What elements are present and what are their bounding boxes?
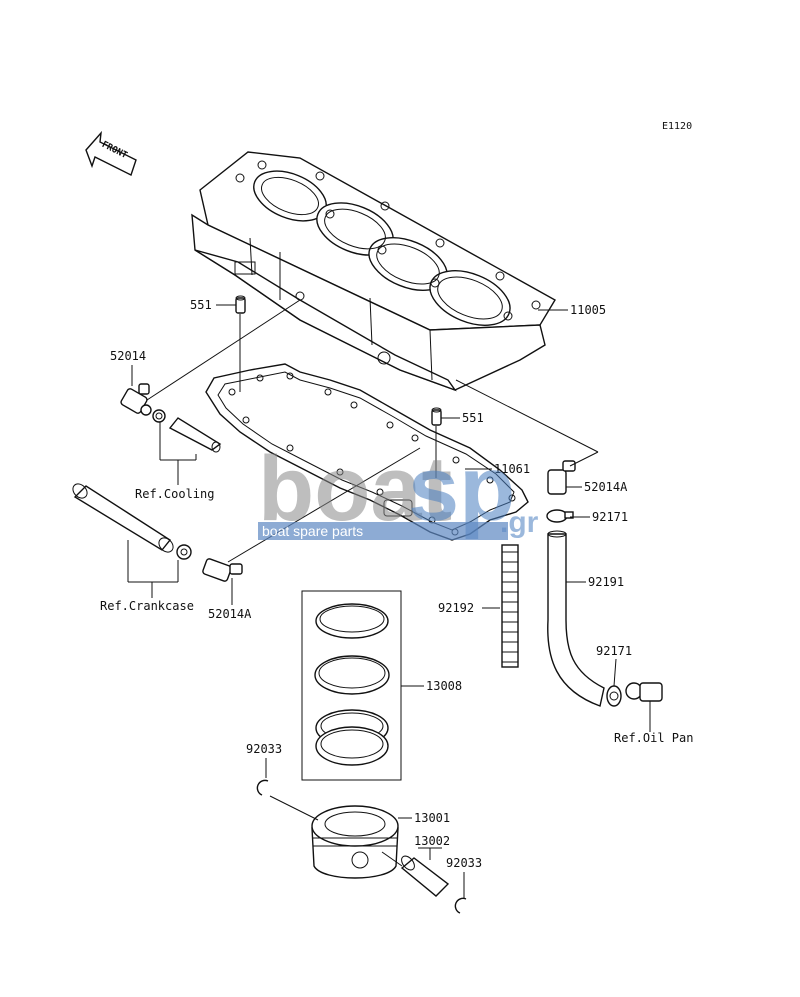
label-551-upper: 551 (190, 298, 212, 312)
hose-cooling (168, 417, 222, 453)
piston-pin[interactable] (399, 854, 450, 897)
snap-ring-left[interactable] (256, 779, 269, 796)
label-92033-right: 92033 (446, 856, 482, 870)
label-13008: 13008 (426, 679, 462, 693)
leader-lines (127, 299, 651, 898)
label-13002: 13002 (414, 834, 450, 848)
stud-92192[interactable] (501, 544, 519, 668)
watermark-tagline: boat spare parts (262, 523, 363, 539)
ref-cooling: Ref.Cooling (135, 487, 214, 501)
front-arrow-icon: FRONT (85, 130, 137, 176)
clamp-crankcase (176, 544, 192, 560)
diagram-code: E1120 (662, 121, 692, 132)
label-92171-lower: 92171 (596, 644, 632, 658)
head-gasket[interactable] (205, 363, 529, 541)
label-92033-left: 92033 (246, 742, 282, 756)
snap-ring-right[interactable] (454, 897, 467, 914)
label-52014: 52014 (110, 349, 146, 363)
fitting-52014a-lower[interactable] (202, 558, 243, 582)
piston[interactable] (311, 805, 399, 879)
clamp-92171-lower[interactable] (606, 685, 622, 707)
clamp-cooling (152, 409, 166, 423)
dowel-pin-lower[interactable] (431, 407, 442, 426)
piston-ring-second[interactable] (314, 655, 390, 695)
oil-pan-fitting (625, 682, 663, 702)
dowel-pin-upper[interactable] (235, 295, 246, 314)
label-52014a-right: 52014A (584, 480, 628, 494)
label-92171-upper: 92171 (592, 510, 628, 524)
label-13001: 13001 (414, 811, 450, 825)
fitting-52014[interactable] (120, 383, 152, 416)
label-11061: 11061 (494, 462, 530, 476)
oil-ring[interactable] (315, 709, 389, 766)
clamp-92171-upper[interactable] (546, 509, 574, 523)
label-551-lower: 551 (462, 411, 484, 425)
label-11005: 11005 (570, 303, 606, 317)
piston-ring-top[interactable] (315, 603, 389, 639)
watermark-logo: boat sp .gr boat spare parts (258, 438, 539, 540)
hose-crankcase (72, 483, 174, 553)
fitting-52014a-right[interactable] (547, 460, 576, 495)
ref-oil-pan: Ref.Oil Pan (614, 731, 693, 745)
label-92192: 92192 (438, 601, 474, 615)
hose-92191[interactable] (547, 530, 605, 707)
label-92191: 92191 (588, 575, 624, 589)
label-52014a-lower: 52014A (208, 607, 252, 621)
ref-crankcase: Ref.Crankcase (100, 599, 194, 613)
cylinder-block[interactable] (191, 151, 556, 392)
